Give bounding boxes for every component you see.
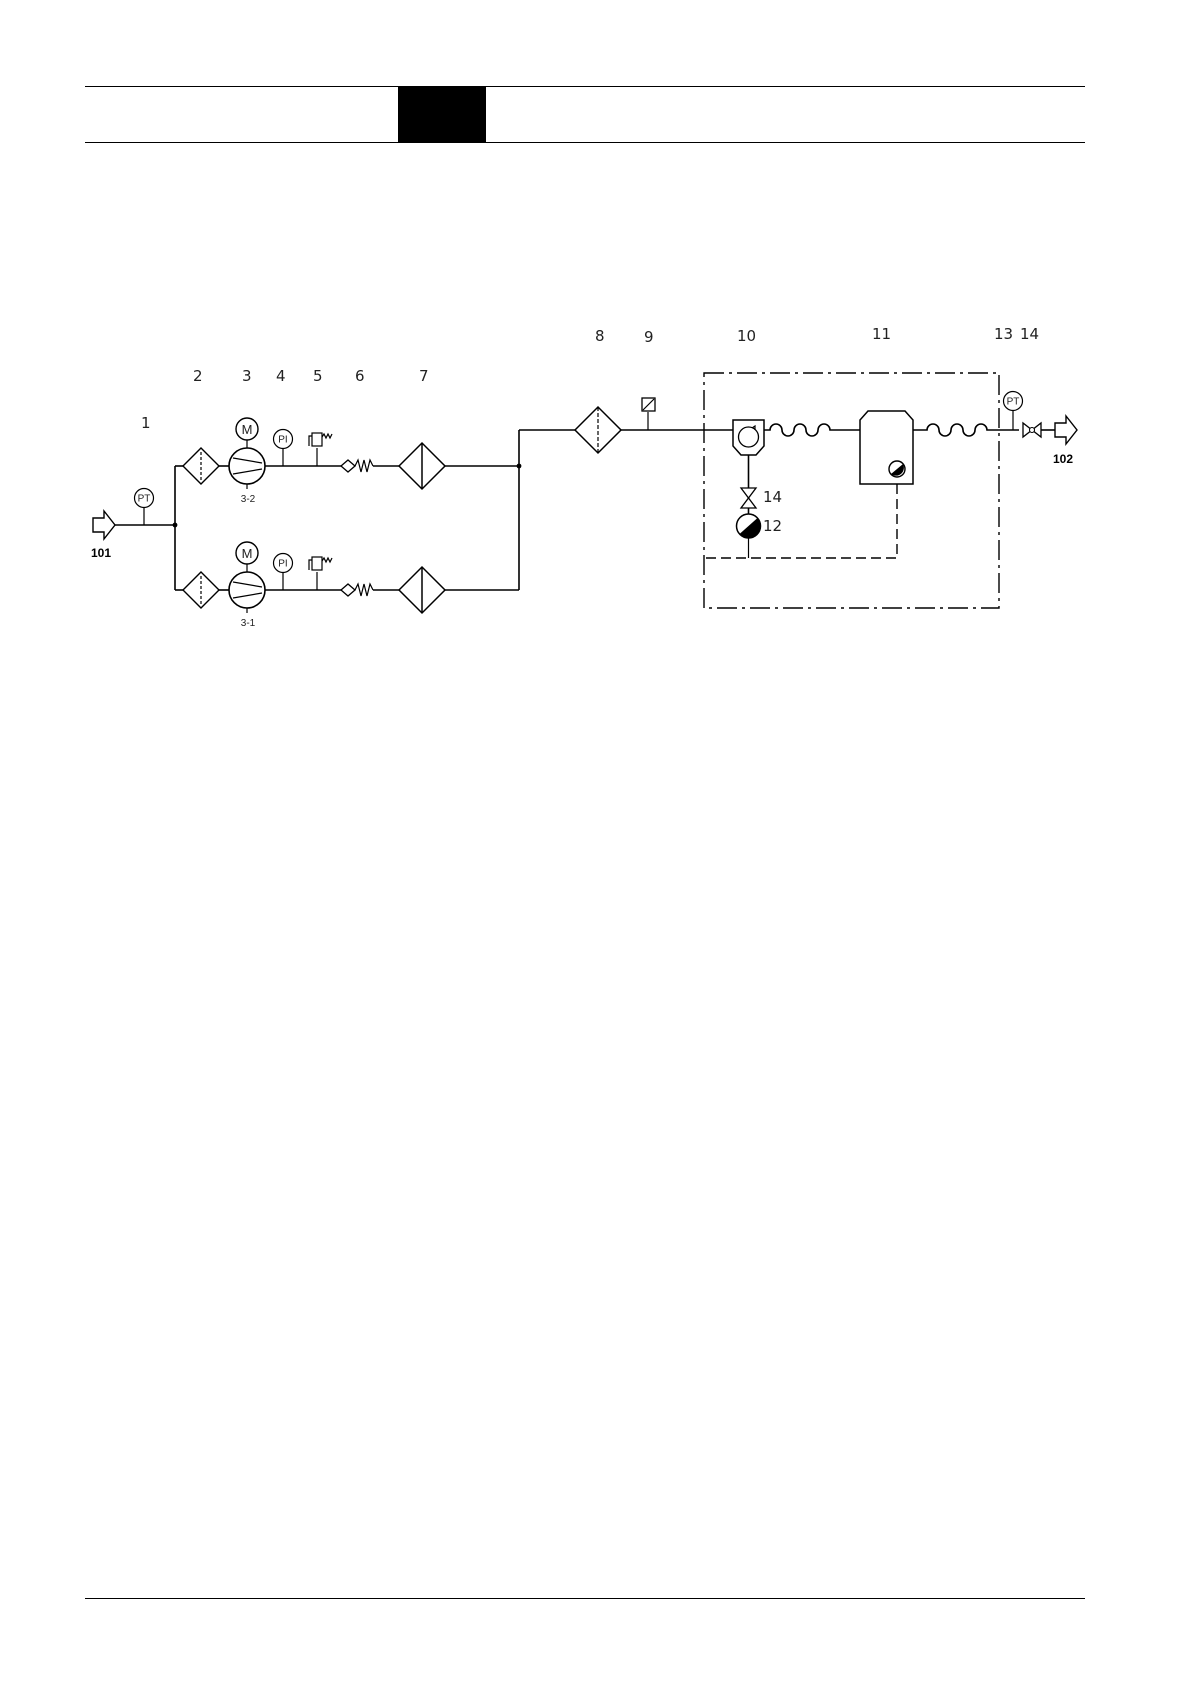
outlet-pt-label: PT: [1007, 397, 1020, 408]
upper-pressure-indicator: PI: [274, 430, 293, 467]
item-number-14: 14: [1020, 325, 1039, 343]
lower-pump-label: 3-1: [241, 618, 256, 629]
item-number-4: 4: [276, 367, 286, 385]
control-cabinet: [860, 411, 913, 484]
pump-label: 12: [763, 517, 782, 535]
lower-strainer: [183, 572, 219, 608]
upper-pump: M 3-2: [229, 418, 265, 505]
item-number-2: 2: [193, 367, 203, 385]
outlet-port-label: 102: [1053, 452, 1073, 466]
inlet-port-label: 101: [91, 546, 111, 560]
item-number-13: 13: [994, 325, 1013, 343]
lower-train: M 3-1 PI: [175, 542, 519, 629]
upper-train: M 3-2 PI: [175, 418, 519, 505]
circulation-unit: [733, 420, 764, 455]
valve-label: 14: [763, 488, 782, 506]
lower-motor-label: M: [242, 546, 253, 561]
inlet-port: 101: [91, 511, 115, 560]
lower-pi-label: PI: [278, 559, 287, 570]
outlet-port: 102: [1053, 416, 1077, 466]
item-number-8: 8: [595, 327, 605, 345]
line-sensor: [642, 398, 655, 430]
item-number-6: 6: [355, 367, 365, 385]
inlet-pressure-transmitter: PT: [135, 489, 154, 526]
flexible-hose-1: [764, 424, 860, 436]
item-number-9: 9: [644, 328, 654, 346]
outlet-pressure-transmitter: PT: [1004, 392, 1023, 431]
inlet-pt-label: PT: [138, 494, 151, 505]
lower-relief-valve: [309, 557, 332, 590]
upper-motor-label: M: [242, 422, 253, 437]
upper-pump-label: 3-2: [241, 494, 256, 505]
isolation-valve-vertical: 14: [741, 488, 782, 508]
item-number-3: 3: [242, 367, 252, 385]
item-number-5: 5: [313, 367, 323, 385]
lower-pump: M 3-1: [229, 542, 265, 629]
isolation-valve-outlet: [1023, 423, 1041, 437]
item-number-10: 10: [737, 327, 756, 345]
lower-pressure-indicator: PI: [274, 554, 293, 591]
item-number-1: 1: [141, 414, 151, 432]
upper-check-valve: [341, 460, 373, 472]
upper-strainer: [183, 448, 219, 484]
item-number-11: 11: [872, 325, 891, 343]
main-filter: [575, 407, 621, 453]
upper-relief-valve: [309, 433, 332, 466]
flexible-hose-2: [913, 424, 1019, 436]
lower-check-valve: [341, 584, 373, 596]
dosing-pump: 12: [737, 514, 783, 538]
upper-pi-label: PI: [278, 435, 287, 446]
upper-filter: [399, 443, 445, 489]
lower-filter: [399, 567, 445, 613]
item-number-7: 7: [419, 367, 429, 385]
